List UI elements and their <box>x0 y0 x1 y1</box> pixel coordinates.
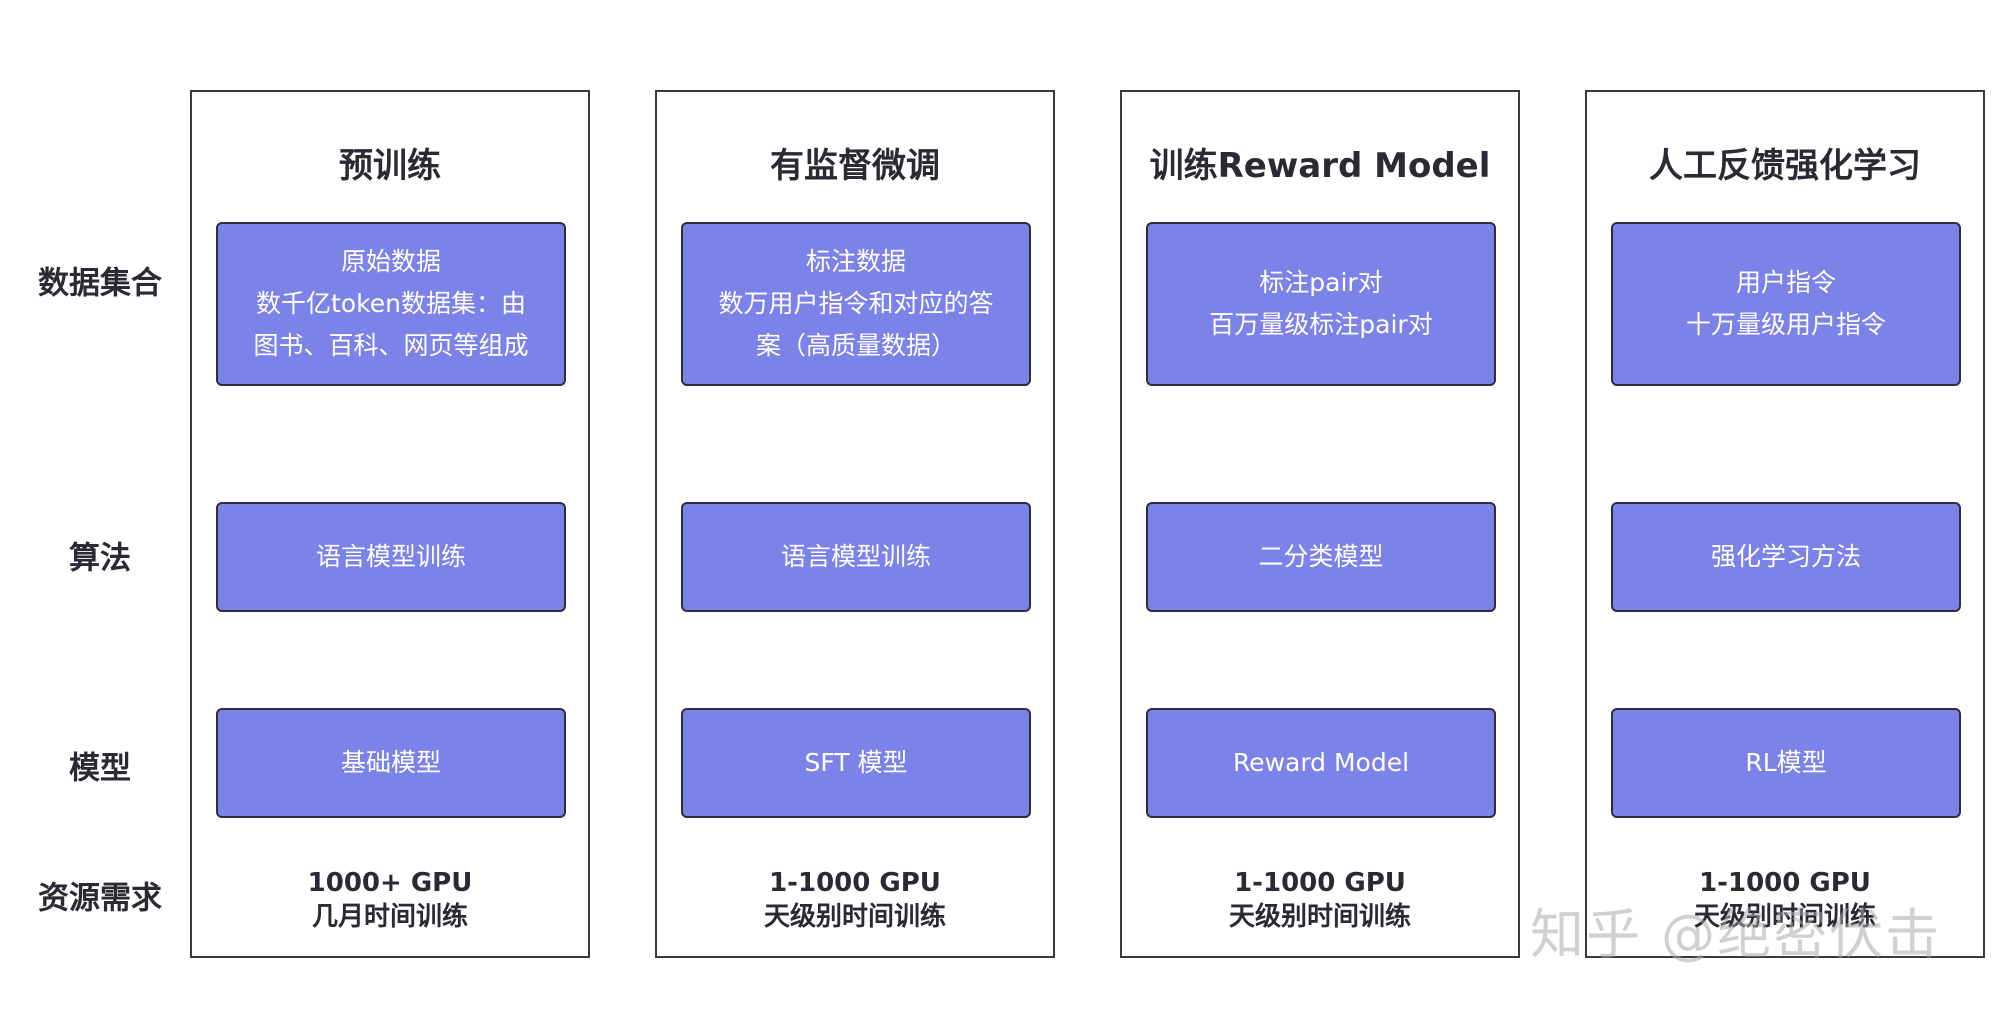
stage-title: 人工反馈强化学习 <box>1649 146 1921 186</box>
algorithm-box: 语言模型训练 <box>216 502 566 612</box>
resource-line: 几月时间训练 <box>311 902 468 932</box>
data-line: 数千亿token数据集：由 <box>256 289 526 318</box>
data-line: 数万用户指令和对应的答 <box>718 289 994 318</box>
model-box: SFT 模型 <box>681 708 1031 818</box>
algorithm-box: 强化学习方法 <box>1611 502 1961 612</box>
resource-text: 1-1000 GPU 天级别时间训练 <box>657 866 1053 934</box>
row-label-data: 数据集合 <box>38 265 162 302</box>
stage-reward-model: 训练Reward Model 标注pair对 百万量级标注pair对 二分类模型… <box>1120 90 1520 958</box>
data-box: 原始数据 数千亿token数据集：由 图书、百科、网页等组成 <box>216 222 566 386</box>
resource-line: 天级别时间训练 <box>1228 902 1411 932</box>
resource-text: 1-1000 GPU 天级别时间训练 <box>1587 866 1983 934</box>
data-line: 十万量级用户指令 <box>1685 310 1886 339</box>
model-box: 基础模型 <box>216 708 566 818</box>
stage-sft: 有监督微调 标注数据 数万用户指令和对应的答 案（高质量数据） 语言模型训练 S… <box>655 90 1055 958</box>
stage-rlhf: 人工反馈强化学习 用户指令 十万量级用户指令 强化学习方法 RL模型 1-100… <box>1585 90 1985 958</box>
data-line: 案（高质量数据） <box>755 331 956 360</box>
resource-text: 1000+ GPU 几月时间训练 <box>192 866 588 934</box>
resource-line: 1-1000 GPU <box>769 868 941 898</box>
resource-line: 1000+ GPU <box>307 868 473 898</box>
resource-line: 1-1000 GPU <box>1234 868 1406 898</box>
data-line: 标注数据 <box>805 247 906 276</box>
data-box: 用户指令 十万量级用户指令 <box>1611 222 1961 386</box>
data-box: 标注pair对 百万量级标注pair对 <box>1146 222 1496 386</box>
stage-pretraining: 预训练 原始数据 数千亿token数据集：由 图书、百科、网页等组成 语言模型训… <box>190 90 590 958</box>
watermark: 知乎 @绝密伏击 <box>1530 903 1942 966</box>
stage-title: 有监督微调 <box>770 146 940 186</box>
row-label-algorithm: 算法 <box>69 540 131 577</box>
data-line: 图书、百科、网页等组成 <box>253 331 529 360</box>
data-line: 用户指令 <box>1735 268 1836 297</box>
data-box: 标注数据 数万用户指令和对应的答 案（高质量数据） <box>681 222 1031 386</box>
data-line: 标注pair对 <box>1259 268 1383 297</box>
resource-line: 1-1000 GPU <box>1699 868 1871 898</box>
data-line: 原始数据 <box>340 247 441 276</box>
resource-line: 天级别时间训练 <box>763 902 946 932</box>
algorithm-box: 二分类模型 <box>1146 502 1496 612</box>
resource-line: 天级别时间训练 <box>1693 902 1876 932</box>
model-box: Reward Model <box>1146 708 1496 818</box>
row-label-resource: 资源需求 <box>38 880 162 917</box>
resource-text: 1-1000 GPU 天级别时间训练 <box>1122 866 1518 934</box>
model-box: RL模型 <box>1611 708 1961 818</box>
data-line: 百万量级标注pair对 <box>1209 310 1433 339</box>
algorithm-box: 语言模型训练 <box>681 502 1031 612</box>
stage-title: 训练Reward Model <box>1149 146 1491 186</box>
row-label-model: 模型 <box>69 750 131 787</box>
stage-title: 预训练 <box>339 146 441 186</box>
